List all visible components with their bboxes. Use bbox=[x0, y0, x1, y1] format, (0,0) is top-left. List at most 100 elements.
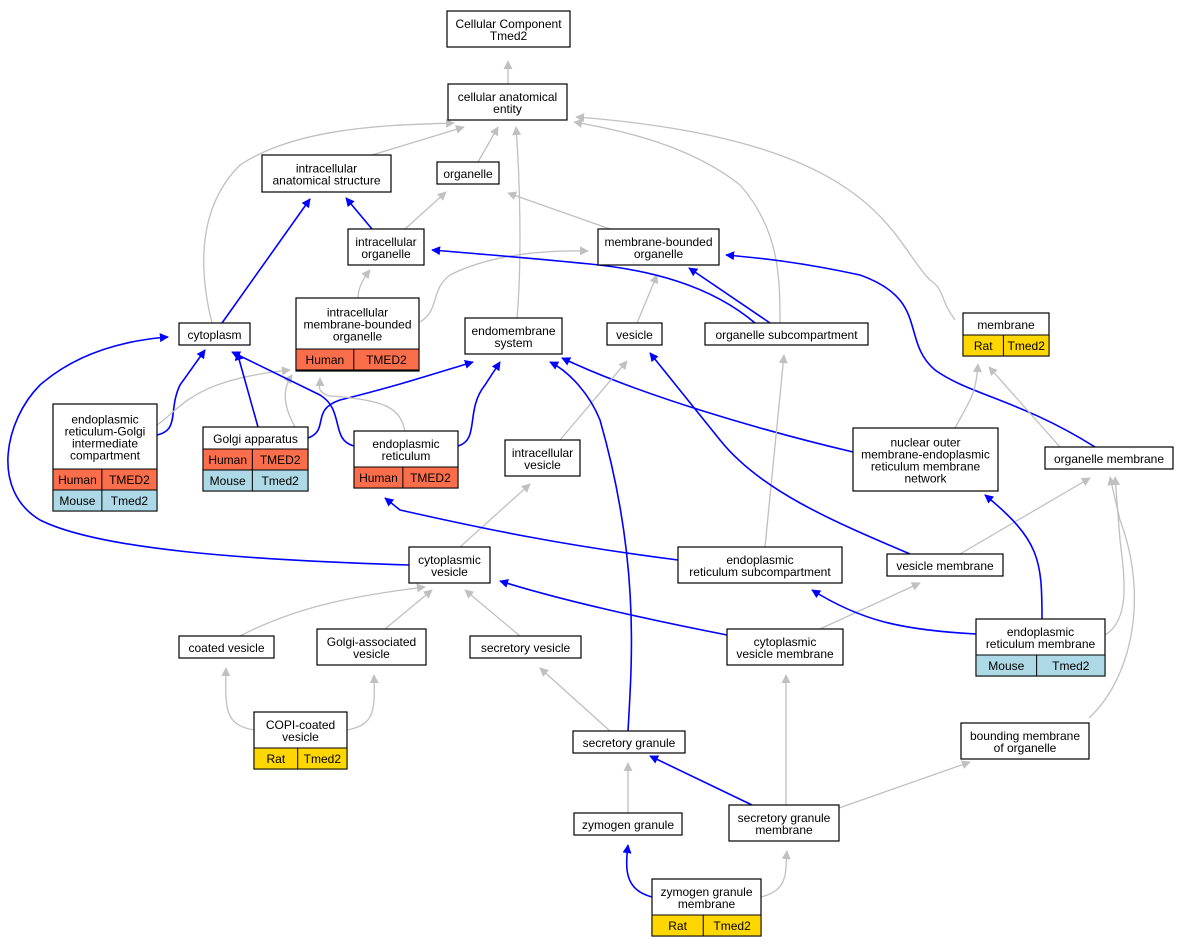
node-label-line: reticulum subcompartment bbox=[689, 565, 831, 579]
node-label-line: vesicle membrane bbox=[896, 559, 994, 573]
node-box bbox=[347, 228, 425, 266]
node-vm[interactable]: vesicle membrane bbox=[886, 553, 1004, 577]
annotation-row bbox=[975, 654, 1106, 677]
species-cell: Human bbox=[306, 353, 345, 367]
node-nomer[interactable]: nuclear outermembrane-endoplasmicreticul… bbox=[852, 427, 999, 492]
node-label-line: intracellular bbox=[512, 446, 573, 460]
node-ergic[interactable]: endoplasmicreticulum-Golgiintermediateco… bbox=[52, 403, 158, 512]
annotation-row bbox=[962, 334, 1050, 357]
node-label-line: vesicle bbox=[282, 730, 319, 744]
node-osub[interactable]: organelle subcompartment bbox=[704, 322, 869, 346]
edge-imbo-to-io-is-a bbox=[357, 269, 371, 299]
node-label-line: cytoplasmic bbox=[418, 553, 481, 567]
edge-cytoplasm-to-ias-part-of bbox=[221, 198, 311, 324]
edge-organelle-to-cae-is-a bbox=[477, 126, 499, 163]
node-label-line: organelle bbox=[333, 330, 383, 344]
edge-erm-to-nomer-part-of bbox=[984, 494, 1043, 620]
edge-om-to-mbo-part-of bbox=[725, 251, 1096, 448]
node-om[interactable]: organelle membrane bbox=[1044, 446, 1174, 470]
gene-cell: TMED2 bbox=[109, 473, 150, 487]
node-box bbox=[704, 322, 869, 346]
edge-erm-to-om-is-a bbox=[1104, 476, 1125, 636]
edge-io-to-ias-part-of bbox=[345, 197, 373, 230]
node-box bbox=[464, 317, 563, 355]
node-label-line: organelle bbox=[443, 167, 493, 181]
node-box bbox=[852, 427, 999, 492]
node-label-line: secretory granule bbox=[738, 811, 831, 825]
node-label-line: intracellular bbox=[327, 306, 388, 320]
gene-cell: Tmed2 bbox=[1008, 339, 1046, 353]
node-coated[interactable]: coated vesicle bbox=[178, 635, 275, 659]
edge-sgm-to-bmo-is-a bbox=[838, 760, 971, 809]
annotation-row bbox=[651, 914, 762, 937]
node-label-line: endomembrane bbox=[471, 324, 555, 338]
node-vesicle[interactable]: vesicle bbox=[606, 322, 663, 346]
node-zg[interactable]: zymogen granule bbox=[573, 812, 683, 836]
gene-cell: TMED2 bbox=[366, 353, 407, 367]
gene-cell: Tmed2 bbox=[304, 752, 342, 766]
node-cytoplasm[interactable]: cytoplasm bbox=[178, 322, 251, 346]
node-box bbox=[573, 812, 683, 836]
gene-cell: Tmed2 bbox=[713, 919, 751, 933]
node-label-line: vesicle bbox=[524, 458, 561, 472]
edge-cvm-to-cv-part-of bbox=[499, 579, 728, 636]
node-box bbox=[597, 228, 720, 266]
node-label-line: membrane-bounded bbox=[604, 235, 712, 249]
edge-nomer-to-membrane-is-a bbox=[954, 363, 982, 429]
node-label-line: system bbox=[494, 336, 532, 350]
node-label-line: entity bbox=[493, 102, 522, 116]
annotation-row bbox=[52, 489, 158, 512]
edge-er-to-cytoplasm-part-of bbox=[231, 351, 355, 447]
node-label-line: organelle membrane bbox=[1054, 452, 1164, 466]
node-sg[interactable]: secretory granule bbox=[572, 730, 686, 754]
node-box bbox=[960, 722, 1090, 760]
node-label-line: membrane-endoplasmic bbox=[861, 448, 990, 462]
node-label-line: intracellular bbox=[296, 162, 357, 176]
edge-ersub-to-er-part-of bbox=[384, 497, 679, 561]
edge-ergic-to-cytoplasm-part-of bbox=[156, 349, 206, 436]
node-label-line: bounding membrane bbox=[970, 729, 1080, 743]
node-box bbox=[178, 635, 275, 659]
edge-om-to-membrane-is-a bbox=[988, 366, 1061, 448]
node-label-line: Golgi apparatus bbox=[213, 432, 298, 446]
node-imbo[interactable]: intracellularmembrane-boundedorganelleHu… bbox=[295, 297, 420, 372]
node-label-line: vesicle bbox=[616, 328, 653, 342]
edge-vesicle-to-mbo-is-a bbox=[636, 274, 659, 324]
node-label-line: membrane bbox=[977, 318, 1035, 332]
edge-sgm-to-sg-part-of bbox=[649, 755, 753, 806]
node-label-line: nuclear outer bbox=[890, 436, 960, 450]
gene-cell: Tmed2 bbox=[111, 494, 149, 508]
species-cell: Human bbox=[58, 473, 97, 487]
edge-layer bbox=[7, 60, 1136, 898]
node-label-line: organelle bbox=[634, 247, 684, 261]
node-box bbox=[446, 10, 571, 48]
node-organelle[interactable]: organelle bbox=[436, 161, 500, 185]
node-secv[interactable]: secretory vesicle bbox=[469, 635, 582, 659]
species-cell: Rat bbox=[267, 752, 286, 766]
edge-io-to-organelle-is-a bbox=[404, 191, 447, 230]
species-cell: Mouse bbox=[210, 474, 246, 488]
node-label-line: compartment bbox=[70, 449, 141, 463]
edge-imbo-to-mbo-is-a bbox=[419, 246, 589, 323]
edge-vm-to-vesicle-part-of bbox=[649, 352, 911, 555]
